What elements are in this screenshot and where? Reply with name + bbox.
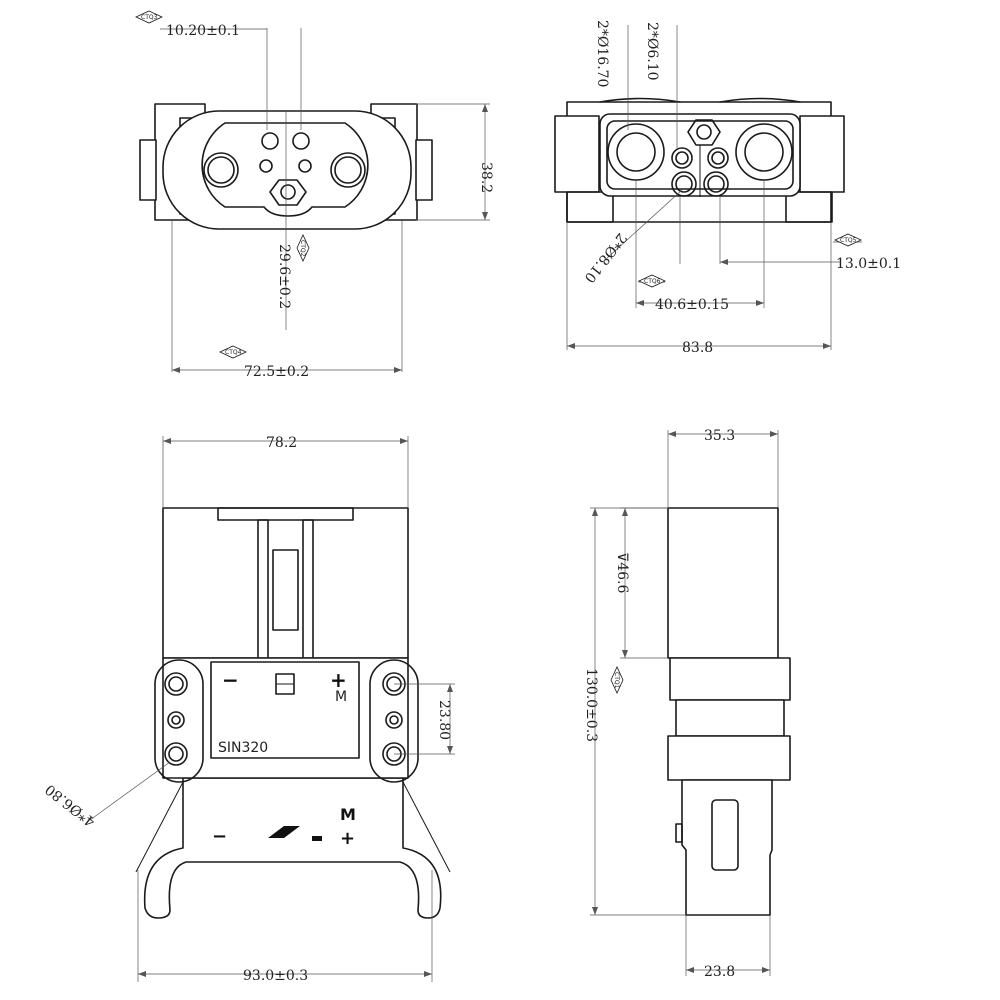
front-dim-height: 38.2 bbox=[478, 162, 494, 193]
mount-hole bbox=[164, 742, 188, 766]
panel-plus: + bbox=[330, 668, 347, 692]
top-slot bbox=[272, 549, 299, 631]
screw-icon bbox=[385, 711, 403, 729]
panel-m: M bbox=[335, 689, 347, 705]
top-dim-width: 78.2 bbox=[266, 435, 297, 451]
front-aux-contact bbox=[298, 159, 312, 173]
front-face-inner bbox=[201, 122, 369, 217]
mount-hole bbox=[164, 672, 188, 696]
rear-dim-large-hole: 2*Ø16.70 bbox=[594, 20, 610, 87]
svg-text:CTQ6: CTQ6 bbox=[644, 278, 661, 285]
side-body-upper bbox=[669, 657, 791, 701]
top-handle bbox=[143, 777, 442, 919]
front-aux-contact bbox=[259, 159, 273, 173]
svg-text:CTQ4: CTQ4 bbox=[225, 349, 242, 356]
front-housing bbox=[162, 110, 412, 230]
side-dim-length: 130.0±0.3 bbox=[583, 668, 599, 742]
svg-text:CTQ2: CTQ2 bbox=[299, 240, 306, 257]
top-view: − + M SIN320 − M + 78.2 23.80 4*Ø6.80 93… bbox=[42, 435, 455, 984]
side-grip bbox=[711, 799, 739, 871]
front-right-latch bbox=[415, 139, 433, 201]
top-dim-mount-holes: 4*Ø6.80 bbox=[42, 781, 98, 830]
front-aux-contact bbox=[261, 132, 279, 150]
rear-aux-contact bbox=[671, 171, 697, 197]
front-large-contact-right bbox=[330, 152, 366, 188]
rear-aux-contact bbox=[703, 171, 729, 197]
front-view: 10.20±0.1 38.2 29.6±0.2 72.5±0.2 CTQ3 CT… bbox=[135, 10, 494, 380]
rear-right-latch bbox=[799, 115, 845, 193]
rear-dim-small-hole-a: 2*Ø6.10 bbox=[644, 22, 660, 81]
ctq-tag: CTQ4 bbox=[219, 345, 247, 359]
front-left-latch bbox=[139, 139, 157, 201]
rear-left-latch bbox=[554, 115, 600, 193]
screw-icon bbox=[167, 711, 185, 729]
side-dim-depth: ⊽46.6 bbox=[614, 552, 630, 594]
rear-aux-contact bbox=[671, 147, 693, 169]
ctq-tag: CTQ1 bbox=[610, 666, 624, 694]
ctq-tag: CTQ3 bbox=[135, 10, 163, 24]
rear-dim-small-hole-b: 2*Ø8.10 bbox=[581, 230, 630, 286]
body-minus: − bbox=[212, 826, 227, 847]
brand-logo-icon bbox=[268, 826, 300, 838]
side-housing bbox=[667, 507, 779, 659]
ctq-tag: CTQ5 bbox=[834, 233, 862, 247]
side-dim-top: 35.3 bbox=[704, 428, 735, 444]
side-body-mid bbox=[675, 699, 785, 737]
side-dim-bottom: 23.8 bbox=[704, 964, 735, 980]
front-dim-center: 29.6±0.2 bbox=[276, 244, 292, 309]
model-label: SIN320 bbox=[218, 740, 268, 756]
svg-text:CTQ5: CTQ5 bbox=[840, 237, 857, 244]
rear-dim-pitch: 40.6±0.15 bbox=[655, 297, 729, 313]
body-m: M bbox=[340, 805, 356, 824]
label-panel bbox=[210, 661, 360, 759]
front-large-contact-left bbox=[203, 152, 239, 188]
rear-hex-key bbox=[687, 119, 721, 146]
top-dim-handle-width: 93.0±0.3 bbox=[243, 968, 308, 984]
front-dim-width: 72.5±0.2 bbox=[244, 364, 309, 380]
panel-minus: − bbox=[222, 668, 239, 692]
front-aux-contact bbox=[292, 132, 310, 150]
top-dim-hole-spacing: 23.80 bbox=[436, 700, 452, 740]
svg-text:CTQ1: CTQ1 bbox=[613, 672, 620, 689]
top-housing bbox=[162, 507, 409, 659]
svg-text:CTQ3: CTQ3 bbox=[141, 14, 158, 21]
ctq-tag: CTQ2 bbox=[296, 234, 310, 262]
rear-dim-offset: 13.0±0.1 bbox=[836, 256, 901, 272]
rear-aux-contact bbox=[707, 147, 729, 169]
rear-view: 2*Ø16.70 2*Ø6.10 2*Ø8.10 13.0±0.1 40.6±0… bbox=[554, 20, 901, 356]
ctq-tag: CTQ6 bbox=[638, 274, 666, 288]
cert-mark-icon bbox=[312, 836, 322, 841]
front-hex-key bbox=[269, 179, 307, 206]
rear-dim-overall: 83.8 bbox=[682, 340, 713, 356]
body-plus: + bbox=[340, 828, 355, 849]
side-body-lower bbox=[667, 735, 791, 781]
side-view: 35.3 ⊽46.6 130.0±0.3 23.8 CTQ1 bbox=[583, 428, 791, 980]
front-dim-pin-spacing: 10.20±0.1 bbox=[166, 23, 240, 39]
